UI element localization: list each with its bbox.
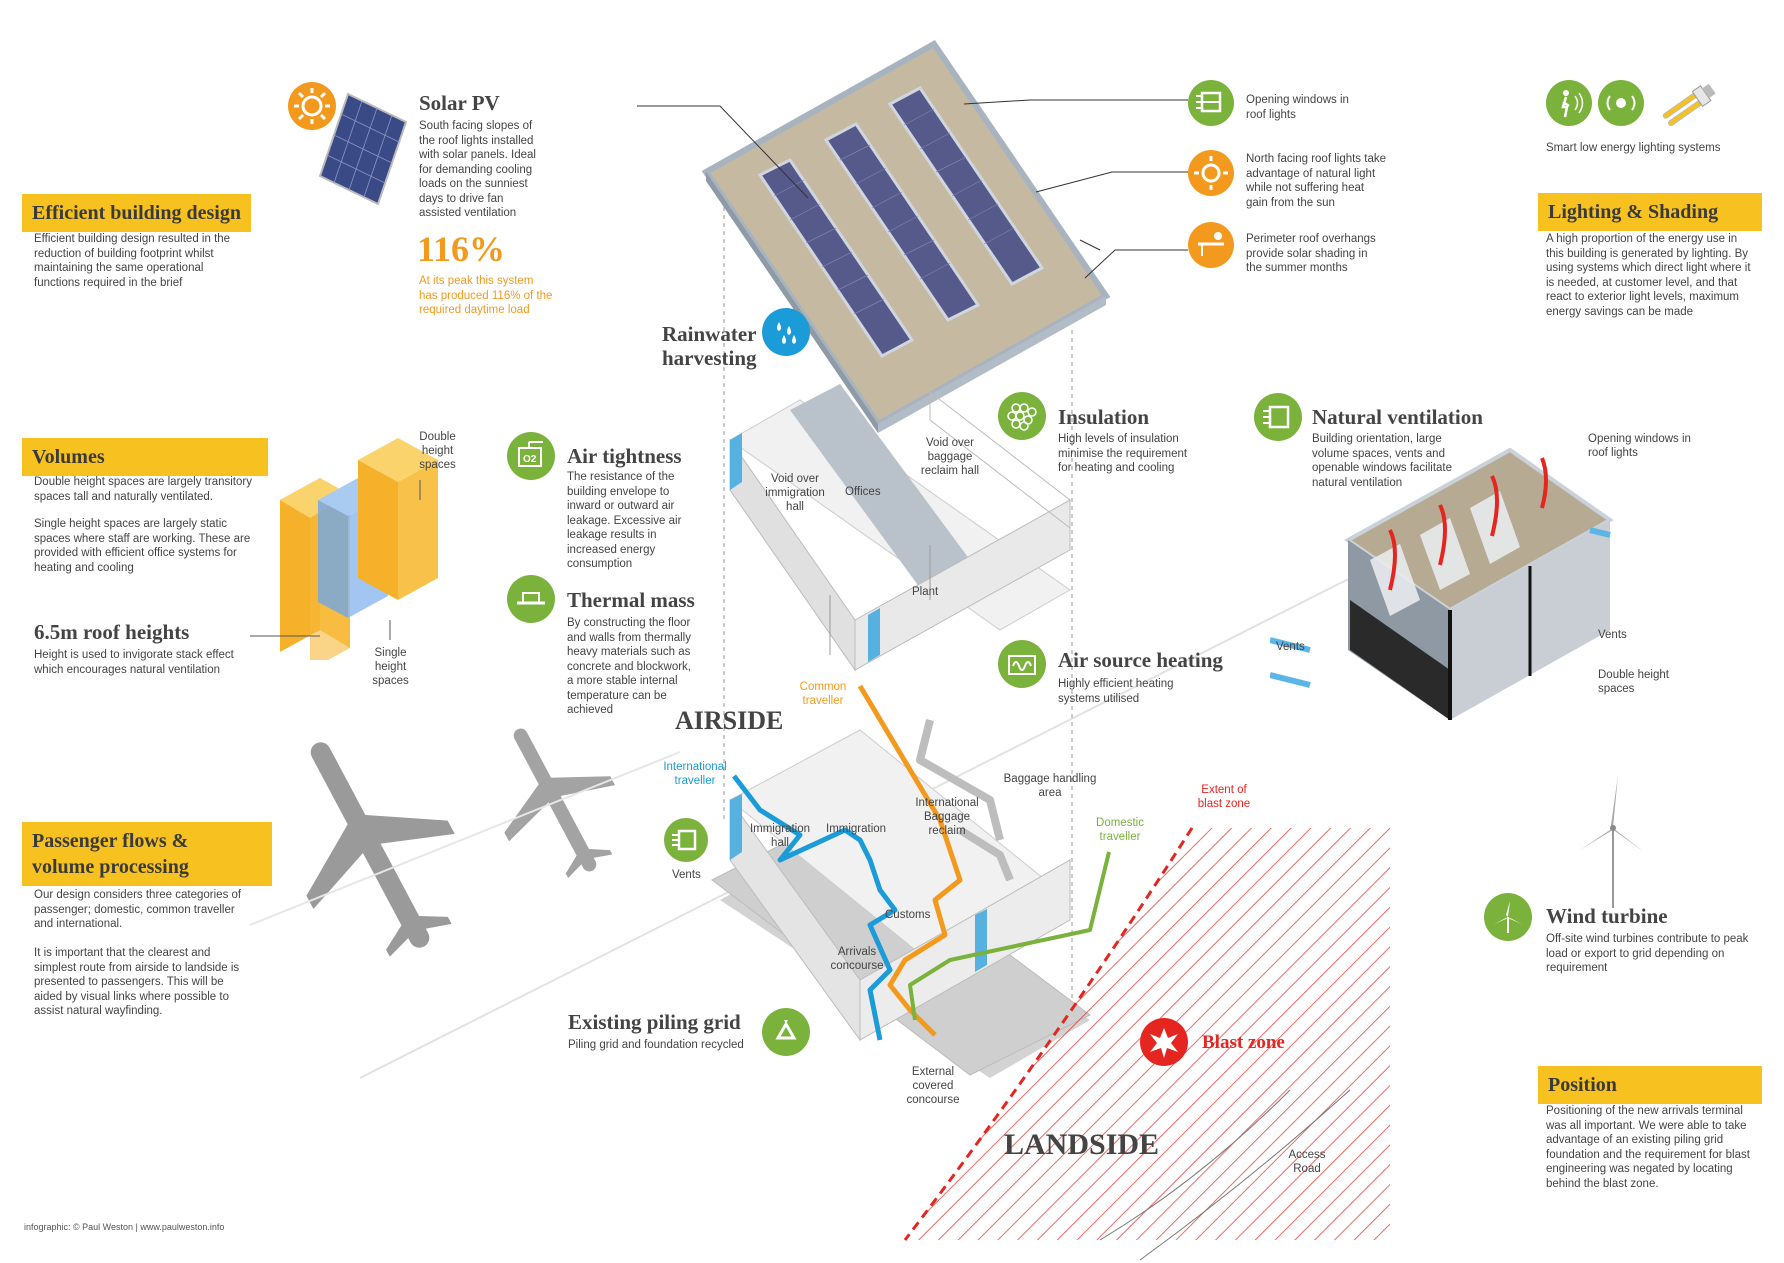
low-energy-bulb-icon	[1662, 83, 1716, 127]
passenger-heading-line-2: volume processing	[32, 856, 189, 878]
solar-stat: 116%	[417, 229, 506, 269]
efficient-design-text: Efficient building design resulted in th…	[34, 233, 231, 289]
intl-baggage-label: International Baggage reclaim	[915, 797, 979, 837]
efficient-design-heading: Efficient building design	[22, 194, 251, 232]
natural-ventilation-title: Natural ventilation	[1312, 405, 1483, 429]
heat-pump-icon	[998, 640, 1046, 688]
double-height-label: Double height spaces	[419, 431, 456, 471]
position-text: Positioning of the new arrivals terminal…	[1546, 1105, 1750, 1190]
lighting-shading-heading: Lighting & Shading	[1538, 193, 1762, 231]
insulation-title: Insulation	[1058, 405, 1150, 429]
passenger-flows-heading: Passenger flows & volume processing	[22, 822, 272, 886]
arrivals-concourse-label: Arrivals concourse	[830, 946, 884, 972]
solar-pv-text: South facing slopes of the roof lights i…	[419, 120, 536, 219]
plant-label: Plant	[912, 586, 939, 598]
credit: infographic: © Paul Weston | www.paulwes…	[24, 1222, 225, 1232]
rain-drops-icon	[762, 308, 810, 356]
air-source-text: Highly efficient heating systems utilise…	[1058, 678, 1174, 705]
air-tightness-text: The resistance of the building envelope …	[567, 471, 682, 570]
domestic-traveller-label: Domestic traveller	[1096, 817, 1144, 843]
thermal-mass-text: By constructing the floor and walls from…	[567, 617, 692, 716]
volumes-text-1: Double height spaces are largely transit…	[34, 476, 252, 503]
single-height-label: Single height spaces	[372, 647, 409, 687]
passenger-text-2: It is important that the clearest and si…	[34, 947, 240, 1017]
solar-stat-text: At its peak this system has produced 116…	[419, 275, 553, 316]
air-tightness-title: Air tightness	[567, 444, 682, 468]
vent-windows-label: Opening windows in roof lights	[1588, 433, 1691, 459]
vents-label: Vents	[672, 869, 701, 881]
piling-grid-text: Piling grid and foundation recycled	[568, 1039, 744, 1051]
access-road-label: Access Road	[1288, 1149, 1326, 1175]
volumes-leader-lines	[250, 480, 421, 640]
airside-label: AIRSIDE	[675, 706, 784, 735]
passenger-text-1: Our design considers three categories of…	[34, 889, 242, 930]
wind-turbine-icon	[1484, 893, 1532, 941]
roof-note-windows: Opening windows in roof lights	[1246, 94, 1349, 121]
baggage-handling-label: Baggage handling area	[1003, 773, 1097, 799]
recycle-icon	[762, 1008, 810, 1056]
natural-ventilation-text: Building orientation, large volume space…	[1312, 433, 1453, 489]
roof-note-north: North facing roof lights take advantage …	[1246, 153, 1386, 209]
wind-turbine-text: Off-site wind turbines contribute to pea…	[1546, 933, 1749, 974]
international-traveller-label: International traveller	[663, 761, 727, 787]
wind-turbine-title: Wind turbine	[1546, 904, 1668, 928]
roof-heights-title: 6.5m roof heights	[34, 620, 190, 644]
svg-text:O2: O2	[523, 454, 537, 465]
rainwater-title: Rainwater harvesting	[662, 322, 757, 370]
vents-icon	[664, 818, 708, 862]
vent-vents-left-label: Vents	[1276, 641, 1305, 653]
lighting-shading-text: A high proportion of the energy use in t…	[1546, 233, 1751, 318]
roof-note-overhang: Perimeter roof overhangs provide solar s…	[1246, 233, 1376, 274]
solar-panel-icon	[318, 92, 408, 206]
roof-heights-text: Height is used to invigorate stack effec…	[34, 649, 234, 676]
thermal-mass-icon	[507, 575, 555, 623]
rainwater-title-line-1: Rainwater	[662, 322, 757, 346]
air-source-title: Air source heating	[1058, 648, 1223, 672]
airplane-large-icon	[306, 742, 455, 957]
insulation-text: High levels of insulation minimise the r…	[1058, 433, 1188, 474]
north-sun-icon	[1188, 150, 1234, 196]
thermal-mass-title: Thermal mass	[567, 588, 695, 612]
volumes-text-2: Single height spaces are largely static …	[34, 518, 251, 574]
vent-vents-right-label: Vents	[1598, 629, 1627, 641]
landside-label: LANDSIDE	[1004, 1128, 1160, 1161]
lighting-caption: Smart low energy lighting systems	[1546, 142, 1721, 154]
ventilation-section-illustration	[1270, 447, 1614, 720]
immigration-label: Immigration	[826, 823, 887, 835]
window-vent-icon	[1188, 80, 1234, 126]
blast-zone-title: Blast zone	[1202, 1032, 1285, 1053]
motion-sensor-icon	[1546, 80, 1592, 126]
natural-ventilation-icon	[1254, 393, 1302, 441]
customs-label: Customs	[885, 909, 931, 921]
common-traveller-label: Common traveller	[799, 681, 847, 707]
external-concourse-label: External covered concourse	[906, 1066, 960, 1106]
rainwater-title-line-2: harvesting	[662, 346, 757, 370]
void-baggage-label: Void over baggage reclaim hall	[920, 437, 980, 477]
offices-label: Offices	[845, 486, 881, 498]
sun-icon	[288, 82, 336, 130]
position-heading: Position	[1538, 1066, 1762, 1104]
overhang-shade-icon	[1188, 222, 1234, 268]
wind-turbine-illustration	[1580, 775, 1644, 908]
volumes-heading: Volumes	[22, 438, 268, 476]
o2-icon: O2	[507, 432, 555, 480]
insulation-icon	[998, 392, 1046, 440]
void-immigration-label: Void over immigration hall	[765, 473, 825, 513]
vent-double-label: Double height spaces	[1598, 669, 1669, 695]
passenger-heading-line-1: Passenger flows &	[32, 830, 189, 852]
explosion-icon	[1140, 1018, 1188, 1066]
immigration-hall-label: Immigration hall	[749, 823, 811, 849]
solar-pv-title: Solar PV	[419, 91, 500, 115]
piling-grid-title: Existing piling grid	[568, 1010, 741, 1034]
volumes-illustration	[280, 438, 438, 660]
light-sensor-icon	[1598, 80, 1644, 126]
extent-blast-label: Extent of blast zone	[1197, 784, 1251, 810]
